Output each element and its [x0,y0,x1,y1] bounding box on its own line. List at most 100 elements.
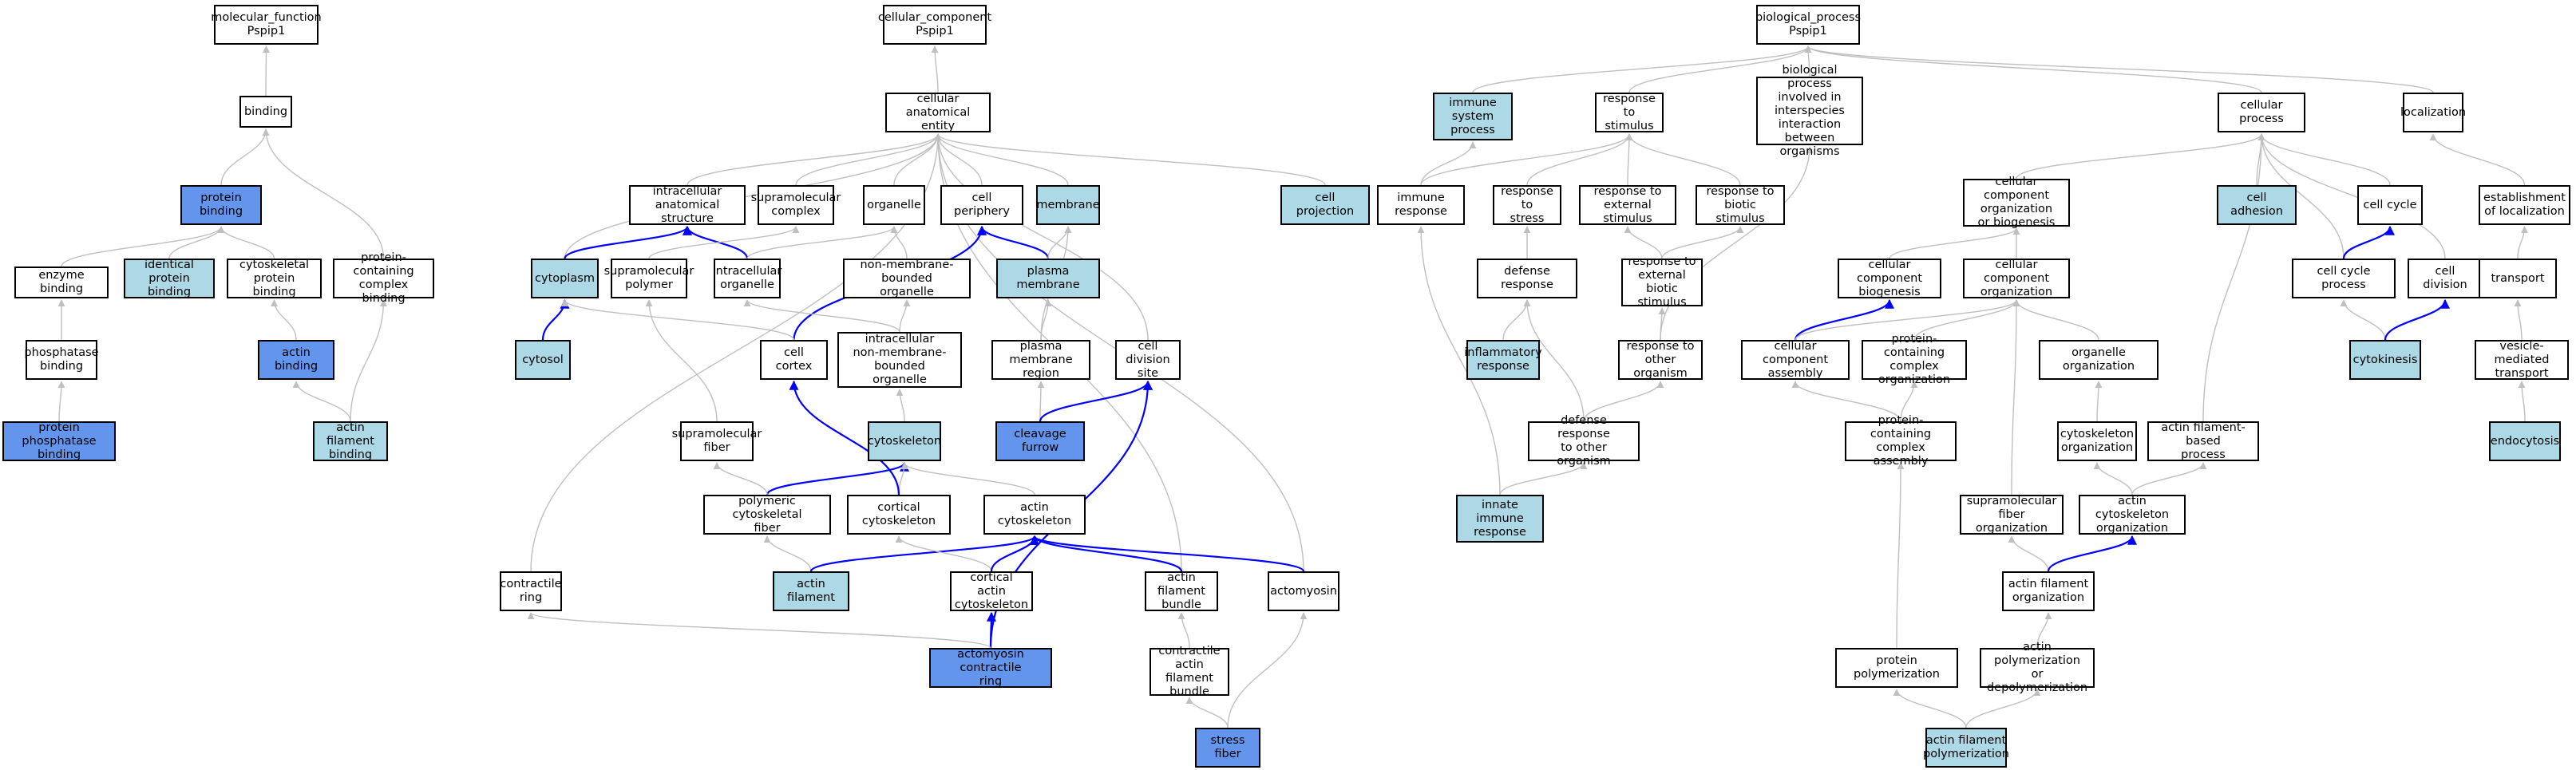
edge-rtbs-to-rts [1625,133,1741,186]
edge-cleavage-furrow-to-pm-region [1037,381,1045,422]
node-cell-division: cell division [2408,259,2483,298]
node-isp: immune system process [1433,93,1513,140]
node-enzyme-binding: enzyme binding [14,267,109,298]
edge-cytoskeleton-org-to-organelle-org [2095,381,2103,422]
edge-binding-to-mf [262,45,270,97]
node-ic-organelle: intracellular organelle [713,259,782,298]
edge-actin-filament-binding-to-actin-binding [292,381,351,422]
node-identical-protein-binding: identical protein binding [124,259,215,298]
edge-cytoplasm-to-ias [564,225,692,259]
node-vmt: vesicle-mediated transport [2475,340,2569,380]
node-rts: response to stimulus [1595,93,1664,132]
node-cell-cycle: cell cycle [2357,185,2423,225]
node-eol: establishment of localization [2479,185,2570,225]
node-cc: cellular_component Pspip1 [878,5,991,45]
edge-protein-phosphatase-binding-to-phosphatase-binding [57,381,65,422]
edge-protein-binding-to-binding [220,128,270,186]
node-actin-filament-binding: actin filament binding [313,421,388,461]
edge-rtoo-to-bpii [1660,146,1814,341]
edge-ic-organelle-to-organelle [746,226,898,259]
edge-actin-binding-to-cytoskeletal-protein-binding [271,299,297,341]
node-icnmbo: intracellular non-membrane-bounded organ… [837,332,962,388]
edge-rtebs-to-rtbs [1661,226,1744,259]
edge-ccob-to-cellular-process [2016,133,2265,180]
edge-cytoskeletal-protein-binding-to-protein-binding [217,226,275,259]
edge-cca-to-ccorganization [1794,299,2020,341]
node-cortical-cytoskeleton: cortical cytoskeleton [847,495,951,535]
node-transport: transport [2479,259,2557,298]
edge-afp-to-apdp [1965,689,2041,729]
node-bpii: biological process involved in interspec… [1756,64,1863,158]
edge-acr-to-contractile-ring [527,612,991,649]
edge-afbp-to-cellular-process [2202,133,2265,422]
edge-sfo-to-ccorganization [2011,299,2020,496]
edge-cell-division-to-cellular-process [2257,133,2446,259]
node-afb: actin filament bundle [1145,571,1218,611]
edge-isp-to-bp [1472,45,1812,93]
node-cell-projection: cell projection [1280,185,1370,225]
node-acr: actomyosin contractile ring [929,648,1052,688]
node-binding: binding [239,96,292,128]
edge-pcf-to-supfiber [713,462,768,496]
edge-protein-containing-complex-binding-to-binding [262,128,385,259]
node-contractile-ring: contractile ring [500,571,562,611]
node-rtoo: response to other organism [1618,340,1703,380]
edge-pcca-to-pcco [1900,381,1918,422]
node-pm-region: plasma membrane region [991,340,1090,380]
node-inflammatory-response: inflammatory response [1464,340,1542,380]
edge-suppolymer-to-supcomplex [648,226,800,259]
edge-supcomplex-to-cae [795,133,942,186]
edge-cell-cortex-to-cytoplasm [561,299,795,341]
node-phosphatase-binding: phosphatase binding [24,340,99,380]
node-ccorganization: cellular component organization [1963,259,2070,298]
edge-cds-to-cae [934,133,1149,341]
edge-afo-to-aco [2047,535,2137,572]
edge-actin-filament-binding-to-protein-containing-complex-binding [350,299,387,422]
edge-cytoskeleton-to-icnmbo [896,389,905,422]
edge-cca-to-ccbiogenesis [1794,298,1894,341]
edge-cell-cycle-to-cellular-process [2257,133,2391,186]
edge-ic-organelle-to-ias [683,225,749,259]
node-cytoskeleton: cytoskeleton [868,421,941,461]
edge-actin-cytoskeleton-to-cytoskeleton [900,462,1035,496]
edge-icnmbo-to-ic-organelle [743,299,900,333]
node-endocytosis: endocytosis [2489,421,2561,461]
node-rtebs: response to external biotic stimulus [1621,255,1703,309]
edge-membrane-to-cae [934,133,1069,186]
edge-cac-to-cortical-cytoskeleton [895,535,992,572]
edge-pm-region-to-plasma-membrane [1040,299,1052,341]
edge-stress-fiber-to-actomyosin [1227,612,1308,729]
node-defense-response: defense response [1477,259,1577,298]
edge-actomyosin-to-actin-cytoskeleton [1030,535,1305,573]
edge-cafb-to-afb [1177,612,1190,649]
node-organelle-org: organelle organization [2039,340,2159,380]
edge-aco-to-afbp [2131,462,2207,496]
edge-vmt-to-transport [2514,299,2523,341]
node-cytoplasm: cytoplasm [531,259,599,298]
node-stress-fiber: stress fiber [1195,728,1260,768]
node-pcco: protein-containing complex organization [1862,333,1967,386]
node-mf: molecular_function Pspip1 [211,5,322,45]
edge-rtstress-to-rts [1526,133,1633,186]
node-protein-phosphatase-binding: protein phosphatase binding [2,421,116,461]
node-rtbs: response to biotic stimulus [1696,185,1785,225]
edge-drtoo-to-defense-response [1523,299,1585,422]
edge-apdp-to-afo [2036,612,2052,649]
edge-ccp-to-cell-cycle [2342,225,2395,259]
node-supcomplex: supramolecular complex [751,185,841,225]
node-innate-immune-response: innate immune response [1456,495,1544,543]
edge-eol-to-localization [2429,133,2526,186]
node-cleavage-furrow: cleavage furrow [995,421,1085,461]
node-cafb: contractile actin filament bundle [1150,645,1229,698]
node-protein-containing-complex-binding: protein-containing complex binding [333,251,434,305]
node-cytoskeletal-protein-binding: cytoskeletal protein binding [227,259,322,298]
node-cds: cell division site [1115,340,1181,380]
node-actin-filament: actin filament [773,571,849,611]
edge-immune-response-to-isp [1420,141,1477,186]
node-actin-binding: actin binding [258,340,334,380]
node-cell-adhesion: cell adhesion [2217,185,2297,225]
node-drtoo: defense response to other organism [1528,414,1640,468]
edge-cytoplasm-to-cae [564,133,942,259]
edge-icnmbo-to-nmbo [899,299,911,333]
